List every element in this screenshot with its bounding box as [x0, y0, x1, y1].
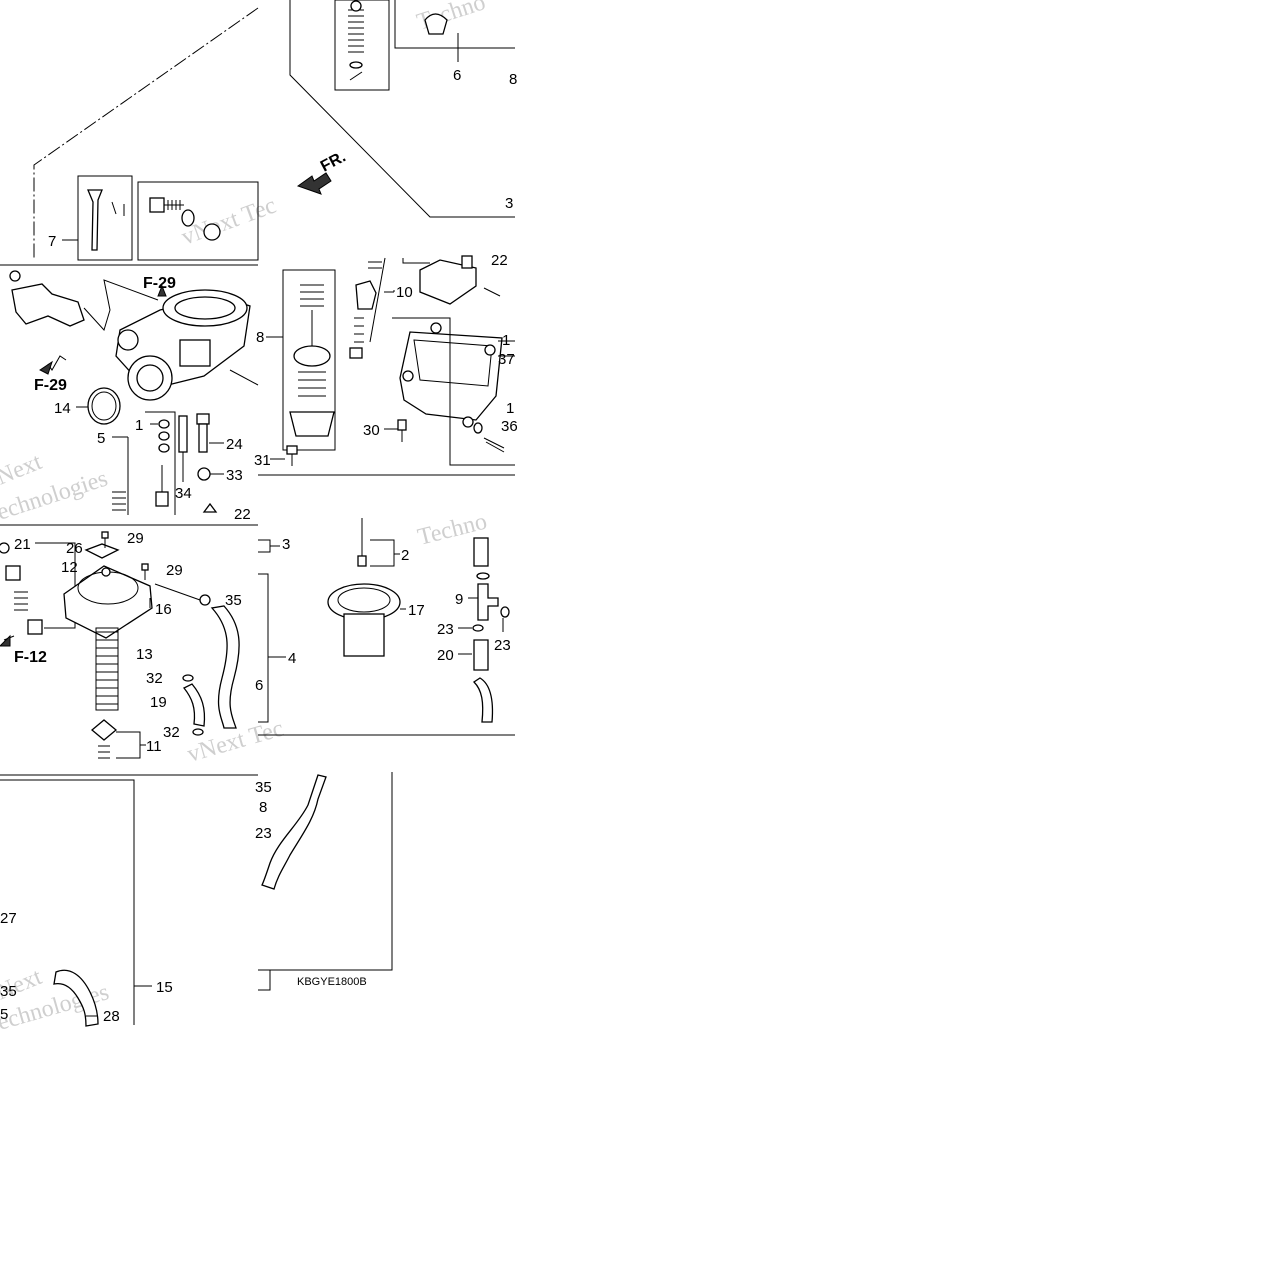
callout: 16 — [155, 601, 172, 618]
callout: 34 — [175, 485, 192, 502]
callout: 9 — [455, 591, 463, 608]
callout: 29 — [166, 562, 183, 579]
callout: 35 — [255, 779, 272, 796]
bottom-panel — [0, 772, 393, 1027]
o-ring-part — [87, 387, 121, 425]
callout: 23 — [494, 637, 511, 654]
ref-label: F-12 — [14, 649, 47, 666]
callout: 20 — [437, 647, 454, 664]
callout: 13 — [136, 646, 153, 663]
callout: 36 — [501, 418, 518, 435]
watermark: Next — [0, 449, 46, 491]
bracket-part — [11, 283, 85, 327]
callout: 4 — [288, 650, 296, 667]
lever-part — [87, 189, 103, 251]
callout: 1 — [506, 400, 514, 417]
float-part — [419, 259, 477, 305]
callout: 24 — [226, 436, 243, 453]
callout: 10 — [396, 284, 413, 301]
callout: 5 — [97, 430, 105, 447]
callout: 29 — [127, 530, 144, 547]
callout: 1 — [135, 417, 143, 434]
piston-part — [327, 583, 401, 657]
carburetor-panel — [0, 264, 259, 515]
carburetor-body — [115, 289, 259, 401]
callout: 23 — [255, 825, 272, 842]
callout: 7 — [48, 233, 56, 250]
screw-part — [149, 197, 221, 241]
callout: 5 — [0, 1006, 8, 1023]
callout: 21 — [14, 536, 31, 553]
callout: 28 — [103, 1008, 120, 1025]
front-arrow — [296, 172, 332, 195]
callout: 35 — [0, 983, 17, 1000]
ref-label: F-29 — [34, 377, 67, 394]
callout: 3 — [505, 195, 513, 212]
hose-part — [261, 774, 327, 890]
top-panel — [33, 0, 515, 261]
callout: 15 — [156, 979, 173, 996]
diagram-code: KBGYE1800B — [297, 976, 367, 988]
callout: 8 — [256, 329, 264, 346]
callout: 31 — [254, 452, 271, 469]
spring-part — [348, 0, 364, 81]
diaphragm-cover — [63, 565, 153, 639]
callout: 12 — [61, 559, 78, 576]
callout: 2 — [401, 547, 409, 564]
callout: 32 — [163, 724, 180, 741]
callout: 37 — [498, 351, 515, 368]
callout: 22 — [234, 506, 251, 523]
callout: 30 — [363, 422, 380, 439]
callout: 6 — [255, 677, 263, 694]
hose-part — [473, 537, 489, 567]
float-bowl — [399, 322, 503, 428]
float-chamber-panel — [258, 255, 515, 476]
watermark: Techno — [414, 0, 489, 36]
callout: 8 — [259, 799, 267, 816]
callout: 22 — [491, 252, 508, 269]
callout: 32 — [146, 670, 163, 687]
callout: 6 — [453, 67, 461, 84]
spring-part — [96, 631, 118, 705]
callout: 8 — [509, 71, 517, 88]
callout: 23 — [437, 621, 454, 638]
callout: 35 — [225, 592, 242, 609]
callout: 26 — [66, 540, 83, 557]
slide-panel — [258, 518, 515, 736]
jet-part — [424, 13, 448, 35]
callout: 11 — [146, 738, 162, 755]
front-label: FR. — [318, 148, 349, 175]
callout: 19 — [150, 694, 167, 711]
callout: 27 — [0, 910, 17, 927]
callout: 33 — [226, 467, 243, 484]
diaphragm-panel — [0, 524, 286, 776]
ref-label: F-29 — [143, 275, 176, 292]
callout: 14 — [54, 400, 71, 417]
callout: 3 — [282, 536, 290, 553]
hose-part — [210, 605, 240, 729]
callout: 1 — [502, 332, 510, 349]
callout: 17 — [408, 602, 425, 619]
